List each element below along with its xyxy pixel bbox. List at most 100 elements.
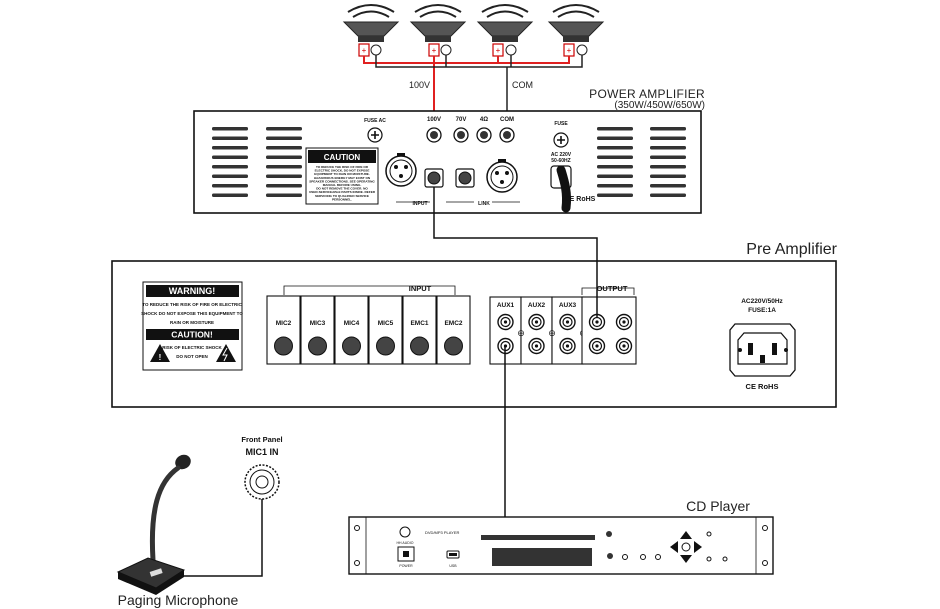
vent-slot: [597, 193, 633, 197]
input-jack: [424, 168, 444, 188]
cd-player-title: CD Player: [686, 498, 750, 514]
terminal-label: 70V: [456, 117, 467, 123]
power-amp-input-label: INPUT: [413, 201, 428, 207]
input-jack: [342, 336, 361, 356]
vent-slot: [266, 184, 302, 188]
pre-amp-input-label: INPUT: [409, 284, 432, 293]
speaker-4-plus: +: [567, 46, 572, 55]
vent-slot: [650, 165, 686, 169]
link-jack: [455, 168, 475, 188]
input-channel-mic3: MIC3: [300, 295, 335, 365]
lightning-triangle-icon: [216, 344, 236, 362]
cd-power-label: POWER: [399, 564, 413, 568]
aux-label: AUX1: [497, 302, 515, 309]
caution-text-line: SERVICING TO QUALIFIED SERVICE: [315, 194, 369, 198]
cd-brand: HH AUDIO: [397, 541, 414, 545]
vent-slot: [266, 174, 302, 178]
vent-slot: [212, 136, 248, 140]
cd-model: DVD/MP3 PLAYER: [425, 530, 459, 535]
signal-cables: [182, 187, 598, 577]
caution-text-1: RISK OF ELECTRIC SHOCK: [162, 345, 222, 350]
caution-text-2: DO NOT OPEN: [176, 354, 208, 359]
input-channel-mic5: MIC5: [368, 295, 403, 365]
aux-label: AUX2: [528, 302, 546, 309]
input-jack: [376, 336, 395, 356]
tap-com-label: COM: [512, 80, 533, 90]
rca-jack: [497, 313, 514, 331]
tap-100v-label: 100V: [409, 80, 430, 90]
pre-amp-ac-rating: AC220V/50Hz: [741, 298, 783, 305]
mic-gooseneck: [149, 465, 181, 563]
vent-slot: [212, 184, 248, 188]
mic1-in-label: MIC1 IN: [245, 447, 278, 457]
paging-microphone: Paging Microphone: [116, 454, 239, 608]
input-channel-label: EMC2: [444, 320, 462, 327]
speaker-wiring: 100V COM: [363, 55, 583, 122]
caution-text-line: EQUIPMENT TO RAIN OR MOISTURE.: [314, 172, 370, 176]
vent-slot: [597, 174, 633, 178]
vent-slot: [266, 193, 302, 197]
vent-slot: [597, 184, 633, 188]
vent-slot: [266, 165, 302, 169]
caution-text-line: TO REDUCE THE RISK OF FIRE OR: [316, 165, 369, 169]
rca-jack: [615, 337, 633, 355]
navigation-dpad-icon: [670, 531, 702, 563]
ac-rating-line-1: AC 220V: [551, 152, 572, 158]
input-channel-label: MIC5: [378, 320, 394, 327]
xlr-input-jack: [385, 153, 417, 187]
vent-slots: [212, 127, 686, 197]
vent-slot: [650, 146, 686, 150]
pre-amp-output-label: OUTPUT: [597, 284, 628, 293]
vent-slot: [266, 155, 302, 159]
mic-head-icon: [175, 454, 191, 470]
plus-icon: ⊕: [548, 328, 556, 338]
power-amp-chassis: [193, 110, 702, 214]
vent-slot: [212, 146, 248, 150]
vent-slot: [650, 193, 686, 197]
rca-jack: [559, 313, 576, 331]
terminal-label: 100V: [427, 117, 441, 123]
rca-jack: [615, 313, 633, 331]
rca-jack: [528, 337, 545, 355]
paging-mic-label: Paging Microphone: [118, 592, 239, 608]
vent-slot: [650, 127, 686, 131]
power-amp-caution-label: CAUTION TO REDUCE THE RISK OF FIRE ORELE…: [305, 147, 379, 205]
input-channel-mic4: MIC4: [334, 295, 369, 365]
caution-text-line: DO NOT REMOVE THE COVER. NO: [316, 187, 368, 191]
speaker-4: +: [547, 4, 605, 57]
caution-text-line: MANUAL BEFORE USING.: [323, 183, 362, 187]
power-amplifier: POWER AMPLIFIER (350W/450W/650W) FUSE AC…: [193, 87, 705, 214]
cd-display: [492, 548, 592, 566]
input-channel-emc1: EMC1: [402, 295, 437, 365]
warning-triangle-icon: [150, 344, 170, 362]
vent-slot: [266, 127, 302, 131]
pre-amp-fuse-rating: FUSE:1A: [748, 307, 776, 314]
pre-amp-warning-label: WARNING! TO REDUCE THE RISK OF FIRE OR E…: [141, 281, 243, 371]
input-channel-mic2: MIC2: [266, 295, 301, 365]
front-panel-mic-jack: Front Panel MIC1 IN: [241, 435, 283, 500]
vent-slot: [212, 193, 248, 197]
aux-panel: [520, 296, 553, 365]
rca-jack: [588, 313, 606, 331]
rca-jack: [528, 313, 545, 331]
rca-jack: [559, 337, 576, 355]
vent-slot: [650, 136, 686, 140]
input-jack: [274, 336, 293, 356]
plus-icon: ⊕: [517, 328, 525, 338]
vent-slot: [212, 174, 248, 178]
caution-text-line: USER-SERVICEABLE PARTS INSIDE. REFER: [309, 190, 376, 194]
power-amp-ce-rohs: CE RoHS: [565, 196, 596, 203]
vent-slot: [212, 165, 248, 169]
pre-amp-title: Pre Amplifier: [746, 241, 837, 258]
input-channel-label: MIC3: [310, 320, 326, 327]
output-panel: [581, 296, 637, 365]
speaker-3: +: [476, 4, 534, 57]
vent-slot: [650, 184, 686, 188]
input-jack: [410, 336, 429, 356]
brand-logo-icon: [399, 526, 411, 538]
power-cord: [556, 165, 571, 213]
